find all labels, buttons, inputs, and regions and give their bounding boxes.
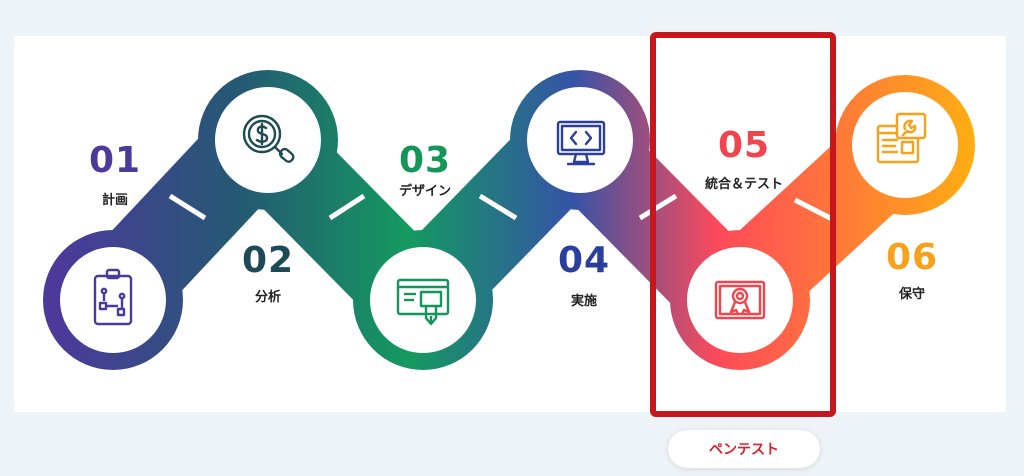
- step-label-04: 実施: [570, 294, 597, 309]
- step-number-01: 01: [88, 140, 142, 181]
- step-05-highlight-frame: [650, 32, 836, 417]
- web-design-icon: [396, 278, 450, 326]
- step-label-06: 保守: [898, 287, 925, 302]
- step-number-02: 02: [241, 240, 295, 281]
- segment-dividers: [168, 193, 836, 223]
- step-number-04: 04: [557, 240, 611, 281]
- step-number-05: 05: [717, 125, 771, 166]
- step-label-02: 分析: [254, 290, 281, 305]
- step-number-03: 03: [398, 140, 452, 181]
- code-monitor-icon: [556, 120, 606, 166]
- step-number-06: 06: [885, 237, 939, 278]
- magnifier-dollar-icon: [242, 114, 295, 163]
- certificate-icon: [714, 280, 766, 320]
- step-label-03: デザイン: [398, 184, 451, 199]
- step-discs: [60, 87, 958, 353]
- clipboard-icon: [93, 268, 133, 326]
- web-maintenance-icon: [876, 112, 927, 164]
- pentest-label-button[interactable]: ペンテスト: [668, 430, 820, 468]
- step-label-01: 計画: [101, 193, 128, 208]
- step-label-05: 統合＆テスト: [704, 177, 783, 192]
